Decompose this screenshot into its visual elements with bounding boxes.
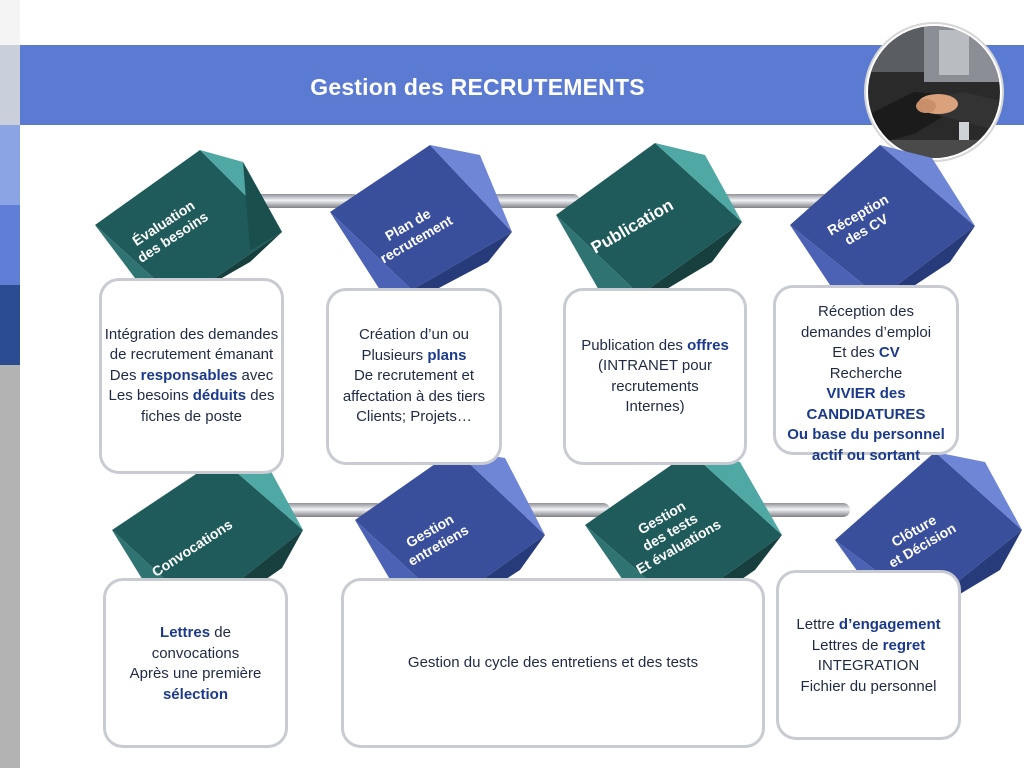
plain-text: Lettre xyxy=(796,616,839,633)
description-line: Gestion du cycle des entretiens et des t… xyxy=(408,653,698,674)
connector-rod xyxy=(705,194,830,208)
emphasis-text: Lettres xyxy=(160,624,211,641)
step-cube-publication xyxy=(556,143,742,302)
description-line: Les besoins déduits des xyxy=(105,386,278,407)
description-line: actif ou sortant xyxy=(776,446,956,467)
emphasis-text: responsables xyxy=(140,366,238,384)
description-line: Et des CV xyxy=(776,343,956,364)
page-title: Gestion des RECRUTEMENTS xyxy=(310,74,645,100)
plain-text: Les besoins xyxy=(108,387,193,405)
plain-text: Fichier du personnel xyxy=(800,677,937,695)
description-line: (INTRANET pour xyxy=(581,356,729,377)
plain-text: convocations xyxy=(151,644,240,662)
description-line: Publication des offres xyxy=(581,336,729,357)
plain-text: affectation à des tiers xyxy=(342,387,486,405)
description-line: fiches de poste xyxy=(105,407,278,428)
description-text: Gestion du cycle des entretiens et des t… xyxy=(408,653,698,674)
description-text: Intégration des demandes de recrutement é… xyxy=(105,325,278,428)
description-line: Intégration des demandes xyxy=(105,325,278,346)
description-line: Ou base du personnel xyxy=(776,425,956,446)
emphasis-text: Ou base du personnel xyxy=(787,426,945,443)
plain-text: fiches de poste xyxy=(141,407,242,425)
plain-text: Intégration des demandes xyxy=(104,325,279,343)
description-line: Après une première xyxy=(130,664,262,685)
plain-text: avec xyxy=(237,366,274,384)
description-line: Lettres de regret xyxy=(796,636,940,657)
step-cube-plan-recrutement xyxy=(330,145,512,298)
description-line: Clients; Projets… xyxy=(343,407,485,428)
plain-text: Internes) xyxy=(625,398,685,415)
description-line: Des responsables avec xyxy=(105,366,278,387)
description-line: INTEGRATION xyxy=(796,656,940,677)
plain-text: demandes d’emploi xyxy=(800,323,932,341)
description-box: Intégration des demandes de recrutement é… xyxy=(99,278,284,474)
plain-text: Plusieurs xyxy=(361,346,428,364)
emphasis-text: regret xyxy=(882,636,926,654)
description-line: Fichier du personnel xyxy=(796,677,940,698)
description-line: Réception des xyxy=(776,302,956,323)
plain-text: de recrutement émanant xyxy=(109,346,274,364)
description-line: Lettre d’engagement xyxy=(796,615,940,636)
plain-text: de xyxy=(210,624,231,641)
emphasis-text: plans xyxy=(427,346,467,364)
handshake-photo xyxy=(864,22,1004,162)
emphasis-text: CV xyxy=(878,344,900,361)
description-line: demandes d’emploi xyxy=(776,323,956,344)
plain-text: Clients; Projets… xyxy=(356,408,472,426)
emphasis-text: déduits xyxy=(192,387,247,405)
plain-text: INTEGRATION xyxy=(817,657,920,674)
plain-text: Et des xyxy=(832,344,879,361)
emphasis-text: offres xyxy=(687,336,729,354)
plain-text: (INTRANET pour xyxy=(598,357,712,374)
connector-rod xyxy=(745,503,850,517)
plain-text: Lettres de xyxy=(811,636,883,654)
emphasis-text: d’engagement xyxy=(838,616,941,633)
plain-text: des xyxy=(246,387,275,405)
description-line: Internes) xyxy=(581,397,729,418)
description-line: recrutements xyxy=(581,377,729,398)
plain-text: Des xyxy=(109,366,141,384)
plain-text: Création d’un ou xyxy=(358,326,470,344)
plain-text: Gestion du cycle des entretiens et des t… xyxy=(407,653,699,671)
description-line: Recherche xyxy=(776,364,956,385)
description-line: de recrutement émanant xyxy=(105,345,278,366)
plain-text: Recherche xyxy=(829,364,903,382)
plain-text: recrutements xyxy=(611,377,699,395)
description-line: VIVIER des CANDIDATURES xyxy=(776,384,956,425)
description-line: Création d’un ou xyxy=(343,325,485,346)
emphasis-text: sélection xyxy=(162,685,228,703)
plain-text: Réception des xyxy=(818,303,914,320)
description-line: convocations xyxy=(130,644,262,665)
description-line: Lettres de xyxy=(130,623,262,644)
title-banner xyxy=(20,45,1024,125)
left-stripe xyxy=(0,0,20,768)
description-line: Plusieurs plans xyxy=(343,346,485,367)
description-line: sélection xyxy=(130,685,262,706)
description-line: affectation à des tiers xyxy=(343,387,485,408)
description-box: Gestion du cycle des entretiens et des t… xyxy=(341,578,765,748)
emphasis-text: VIVIER des CANDIDATURES xyxy=(806,385,926,423)
plain-text: Après une première xyxy=(129,665,262,682)
plain-text: De recrutement et xyxy=(353,367,475,385)
plain-text: Publication des xyxy=(581,336,688,354)
description-line: De recrutement et xyxy=(343,366,485,387)
emphasis-text: actif ou sortant xyxy=(811,446,921,464)
